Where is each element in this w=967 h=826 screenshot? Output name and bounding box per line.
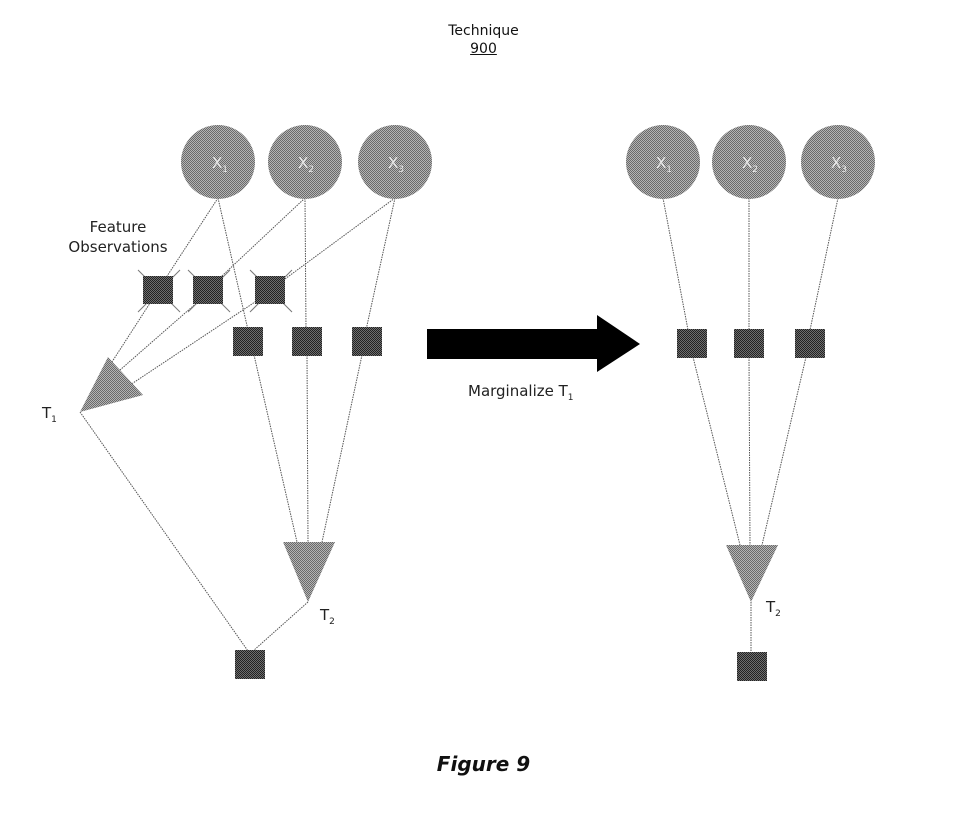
edge-obs1-t1 xyxy=(109,299,153,366)
target-label-t2-left: T2 xyxy=(319,606,335,627)
right-variable-node-x2: X2 xyxy=(712,125,786,199)
feature-observation-factor-1 xyxy=(137,269,181,313)
unary-factor-1 xyxy=(233,327,263,356)
edge-f3-t2 xyxy=(321,354,363,543)
right-variable-label-x1: X1 xyxy=(656,154,672,175)
right-unary-factors xyxy=(677,329,825,358)
feature-observation-factor-3 xyxy=(249,269,293,313)
variable-node-x2: X2 xyxy=(268,125,342,199)
right-target-node-t2: T2 xyxy=(726,545,781,619)
target-node-t2-left: T2 xyxy=(283,542,335,627)
edge-t2-joint xyxy=(252,601,309,652)
marginalize-arrow: Marginalize T1 xyxy=(427,315,640,403)
technique-title: Technique xyxy=(448,23,519,39)
joint-factor-t1-t2 xyxy=(235,650,265,679)
technique-header: Technique 900 xyxy=(0,22,967,58)
feature-observations-label-line2: Observations xyxy=(68,238,167,256)
right-variable-node-x3: X3 xyxy=(801,125,875,199)
edge-x3-f3 xyxy=(365,197,396,331)
right-target-label-t2: T2 xyxy=(765,598,781,619)
edge-x3-obs3 xyxy=(269,197,396,291)
edge-x1-f1 xyxy=(217,197,249,331)
right-terminal-factor xyxy=(737,652,767,681)
right-unary-factor-1 xyxy=(677,329,707,358)
right-variable-label-x3: X3 xyxy=(831,154,847,175)
feature-observations-label-line1: Feature xyxy=(90,218,147,236)
edge-rf3-rt2 xyxy=(761,356,807,546)
unary-factor-3 xyxy=(352,327,382,356)
right-variable-node-x1: X1 xyxy=(626,125,700,199)
edge-rf1-rt2 xyxy=(692,356,741,546)
figure-caption: Figure 9 xyxy=(436,752,531,776)
marginalize-label: Marginalize T1 xyxy=(468,382,574,403)
variable-label-x1: X1 xyxy=(212,154,228,175)
edge-t1-joint xyxy=(79,411,249,652)
unary-factor-2 xyxy=(292,327,322,356)
right-unary-factor-2 xyxy=(734,329,764,358)
feature-observation-factors xyxy=(137,269,293,313)
left-unary-factors xyxy=(233,327,382,356)
right-variable-label-x2: X2 xyxy=(742,154,758,175)
variable-node-x1: X1 xyxy=(181,125,255,199)
edge-obs3-t1 xyxy=(129,299,259,386)
edge-f2-t2 xyxy=(306,354,309,543)
edge-rx3-rf3 xyxy=(809,197,839,331)
technique-number: 900 xyxy=(470,41,497,57)
edge-obs2-t1 xyxy=(119,299,201,371)
right-graph-edges xyxy=(662,197,839,652)
feature-observation-factor-2 xyxy=(187,269,231,313)
target-node-t1: T1 xyxy=(41,357,143,425)
variable-label-x3: X3 xyxy=(388,154,404,175)
right-variables: X1 X2 X3 xyxy=(626,125,875,199)
left-variables: X1 X2 X3 xyxy=(181,125,432,199)
right-unary-factor-3 xyxy=(795,329,825,358)
edge-x1-obs1 xyxy=(157,197,219,291)
left-graph xyxy=(79,197,396,652)
edge-f1-t2 xyxy=(253,354,298,543)
target-label-t1: T1 xyxy=(41,404,57,425)
edge-rx1-rf1 xyxy=(662,197,689,331)
edge-rf2-rt2 xyxy=(748,356,751,546)
edge-x2-f2 xyxy=(304,197,307,331)
variable-label-x2: X2 xyxy=(298,154,314,175)
arrow-right-icon xyxy=(427,315,640,372)
variable-node-x3: X3 xyxy=(358,125,432,199)
